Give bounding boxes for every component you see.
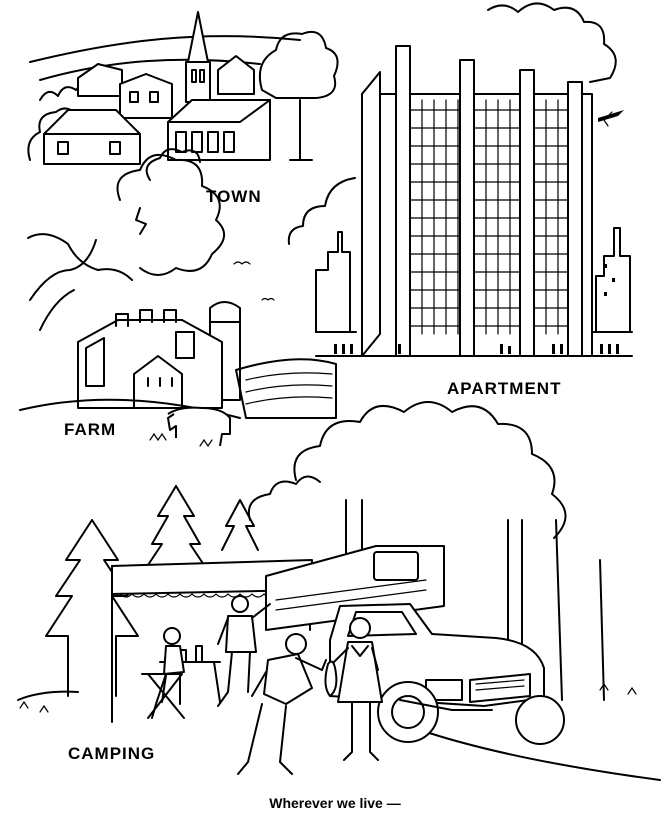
forest-canopy bbox=[294, 402, 565, 538]
standing-man-legs bbox=[218, 652, 250, 706]
girl-collar bbox=[352, 646, 368, 656]
farm-tree-trunk bbox=[30, 240, 96, 330]
camper-window bbox=[374, 552, 418, 580]
fisherman-head bbox=[286, 634, 306, 654]
bird-icon bbox=[234, 262, 274, 300]
church-window bbox=[224, 132, 234, 152]
town-bush bbox=[147, 149, 200, 180]
camping-scene bbox=[18, 402, 660, 780]
page-caption: Wherever we live — bbox=[269, 795, 401, 811]
folding-chair bbox=[142, 674, 184, 718]
apartment-pillar bbox=[568, 82, 582, 356]
town-window bbox=[200, 70, 204, 82]
cloud bbox=[488, 3, 616, 82]
apartment-side bbox=[362, 72, 380, 356]
church-roof-line bbox=[168, 100, 270, 122]
skyline-window bbox=[604, 292, 607, 296]
grass-tufts bbox=[20, 684, 636, 712]
grass-tufts bbox=[150, 434, 212, 446]
town-window bbox=[130, 92, 138, 102]
apartment-scene bbox=[289, 3, 632, 356]
forest-canopy bbox=[249, 476, 320, 520]
farm-scene bbox=[20, 155, 336, 446]
town-tree-trunk bbox=[290, 100, 312, 160]
silo-top bbox=[210, 302, 240, 322]
apartment-pillar bbox=[396, 46, 410, 356]
town-window bbox=[110, 142, 120, 154]
barn-loft-door bbox=[86, 338, 104, 386]
field-rows bbox=[246, 373, 332, 404]
church-tower bbox=[186, 62, 210, 102]
road-edge bbox=[420, 730, 660, 780]
town-window bbox=[192, 70, 196, 82]
pine-tree bbox=[222, 500, 258, 550]
girl-head bbox=[350, 618, 370, 638]
pine-tree bbox=[146, 486, 206, 568]
girl-dress bbox=[338, 642, 382, 702]
cloud bbox=[289, 178, 355, 244]
airplane-icon bbox=[604, 112, 612, 126]
truck-bumper bbox=[400, 700, 492, 710]
town-hill-line bbox=[30, 36, 300, 62]
town-tree-line bbox=[28, 108, 76, 160]
camper-stripes bbox=[276, 580, 426, 610]
farm-tree-branch bbox=[28, 234, 132, 280]
truck-grille bbox=[470, 674, 530, 702]
church-window bbox=[208, 132, 218, 152]
town-window bbox=[58, 142, 68, 154]
pine-tree bbox=[46, 520, 138, 696]
girl-arms bbox=[334, 648, 378, 670]
seated-woman-body bbox=[164, 646, 184, 674]
apartment-window-grid bbox=[410, 100, 568, 334]
barn-window bbox=[176, 332, 194, 358]
farm-tree-detail bbox=[136, 208, 146, 234]
standing-man-arms bbox=[218, 604, 270, 644]
cow bbox=[168, 408, 230, 446]
fish-icon bbox=[325, 662, 336, 696]
plowed-field bbox=[236, 359, 336, 418]
church-window bbox=[192, 132, 202, 152]
fisherman-arms bbox=[252, 658, 326, 696]
seated-woman-legs bbox=[152, 674, 180, 718]
farm-tree-canopy bbox=[118, 155, 225, 275]
airplane-icon bbox=[598, 110, 624, 122]
skyline-window bbox=[604, 264, 607, 268]
apartment-label: APARTMENT bbox=[447, 379, 562, 398]
truck-wheel bbox=[516, 696, 564, 744]
standing-man-head bbox=[232, 596, 248, 612]
farm-label: FARM bbox=[64, 420, 117, 439]
skyline-window bbox=[612, 278, 615, 282]
truck-grille-bars bbox=[476, 680, 524, 690]
ground-line bbox=[316, 332, 632, 356]
apartment-pillar bbox=[460, 60, 474, 356]
fisherman-legs bbox=[238, 704, 292, 774]
town-label: TOWN bbox=[206, 187, 262, 206]
town-house bbox=[218, 56, 254, 94]
girl-legs bbox=[344, 702, 378, 760]
camping-label: CAMPING bbox=[68, 744, 156, 763]
road-edge bbox=[18, 692, 78, 700]
apartment-pillar bbox=[520, 70, 534, 356]
skyline-building bbox=[596, 228, 630, 332]
town-tree bbox=[260, 32, 338, 98]
seated-woman-head bbox=[164, 628, 180, 644]
barn-shed-detail bbox=[148, 378, 172, 386]
town-house bbox=[120, 74, 172, 118]
town-window bbox=[150, 92, 158, 102]
town-scene bbox=[28, 12, 337, 180]
church-window bbox=[176, 132, 186, 152]
barn-shed bbox=[134, 356, 182, 408]
standing-man-body bbox=[226, 616, 256, 652]
skyline-building bbox=[316, 232, 350, 332]
table-bottle bbox=[196, 646, 202, 662]
barn-vents bbox=[116, 310, 176, 326]
fisherman-body bbox=[264, 654, 312, 704]
pedestrians bbox=[334, 344, 619, 354]
